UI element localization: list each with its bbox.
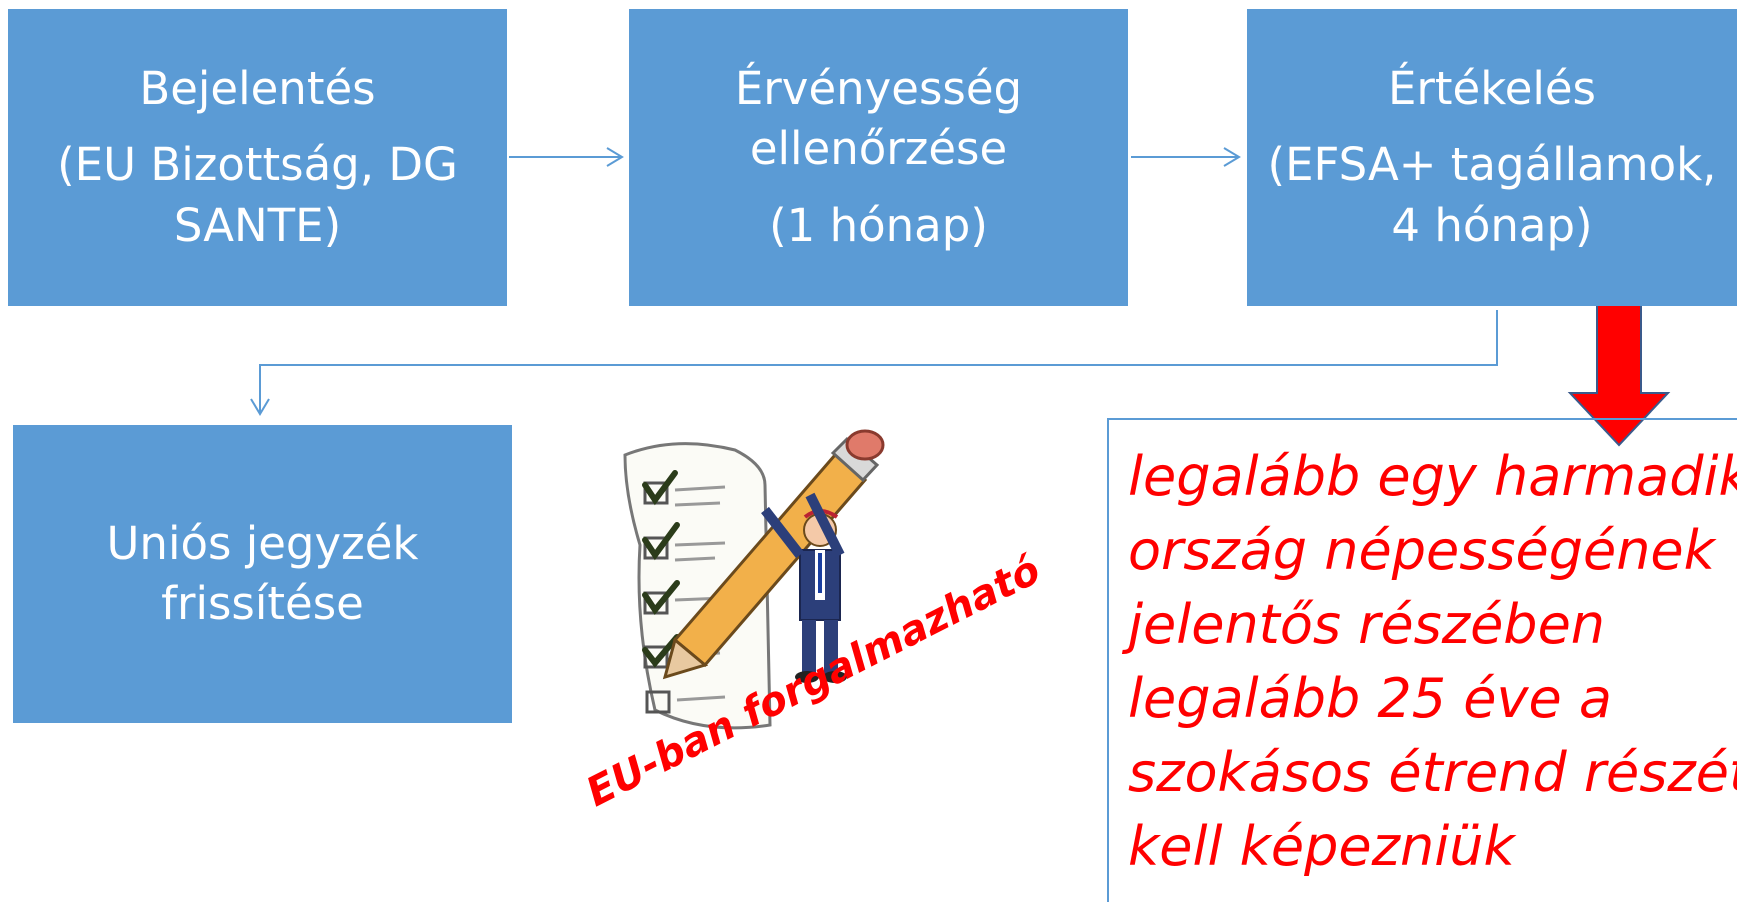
note-line-4: legalább 25 éve a [1128, 667, 1612, 730]
checkmark-icons [642, 470, 680, 668]
step-notification-detail-2: SANTE) [173, 198, 342, 252]
arrow-assessment-to-list [259, 310, 1498, 414]
step-validity-title-1: Érvényesség [734, 62, 1023, 116]
step-notification: Bejelentés (EU Bizottság, DG SANTE) [8, 9, 507, 306]
step-notification-title: Bejelentés [139, 62, 376, 116]
step-union-list-line-1: Uniós jegyzék [106, 516, 419, 570]
step-validity-check: Érvényesség ellenőrzése (1 hónap) [629, 9, 1128, 306]
step-validity-title-2: ellenőrzése [749, 122, 1008, 176]
step-validity-detail: (1 hónap) [769, 198, 988, 252]
note-line-5: szokásos étrend részét [1128, 741, 1737, 804]
step-assessment-title: Értékelés [1387, 62, 1597, 116]
step-assessment-detail-1: (EFSA+ tagállamok, [1267, 138, 1717, 192]
step-notification-detail-1: (EU Bizottság, DG [57, 138, 458, 192]
step-union-list-line-2: frissítése [161, 577, 364, 630]
step-assessment-detail-2: 4 hónap) [1391, 198, 1593, 252]
note-line-6: kell képezniük [1128, 815, 1515, 878]
checklist-pencil-illustration [623, 429, 885, 730]
note-line-3: jelentős részében [1128, 593, 1606, 656]
requirement-note: legalább egy harmadik ország népességéne… [1107, 418, 1737, 902]
step-assessment: Értékelés (EFSA+ tagállamok, 4 hónap) [1247, 9, 1737, 306]
note-line-2: ország népességének [1128, 519, 1715, 582]
note-line-1: legalább egy harmadik [1128, 445, 1737, 508]
step-union-list-update: Uniós jegyzék frissítése [13, 425, 512, 723]
person-icon [761, 492, 847, 683]
